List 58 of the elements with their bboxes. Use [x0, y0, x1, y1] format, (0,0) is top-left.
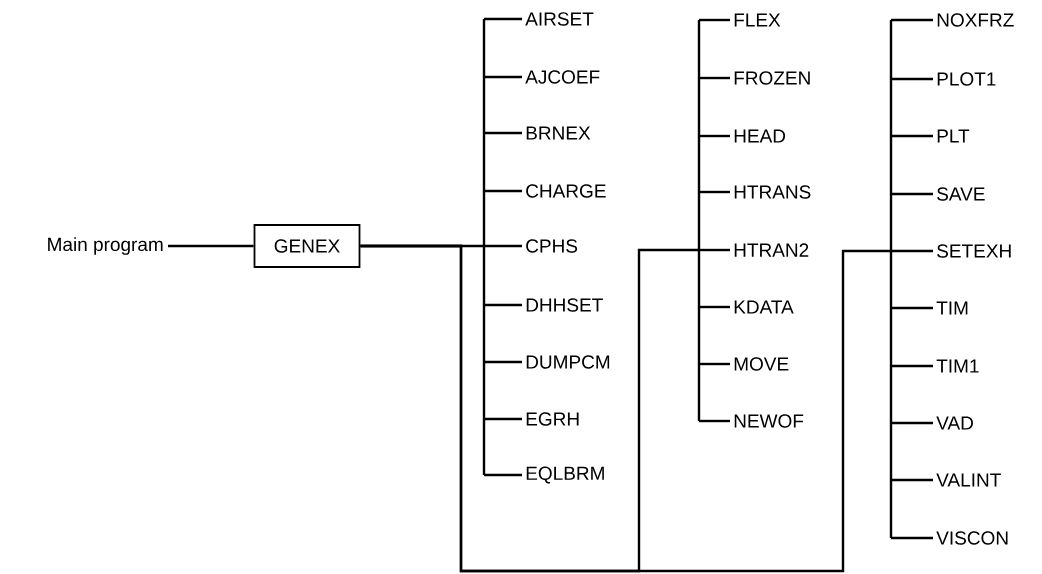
subroutine-name: EGRH — [526, 412, 579, 426]
connector-trunk — [359, 18, 893, 573]
subroutine-name: PLOT1 — [937, 72, 996, 86]
subroutine-name: AJCOEF — [525, 70, 600, 84]
connector-line — [891, 478, 933, 482]
subroutine-name: CPHS — [526, 239, 578, 253]
connector-line — [484, 473, 522, 477]
subroutine-name: SAVE — [937, 187, 985, 201]
subroutine-name: NEWOF — [734, 414, 804, 428]
connector-line — [699, 18, 730, 22]
subroutine-name: HTRAN2 — [734, 243, 809, 257]
label-text: Main program — [48, 237, 163, 255]
connector-line — [891, 536, 933, 540]
connector-line — [891, 364, 933, 368]
subroutine-name: HTRANS — [734, 185, 811, 199]
connector-line — [891, 249, 933, 253]
connector-line — [699, 419, 730, 423]
subroutine-name: VAD — [936, 416, 973, 430]
connector-line — [699, 362, 730, 366]
connector-line — [484, 75, 522, 79]
connector-line — [891, 77, 933, 81]
connector-line — [891, 306, 933, 310]
subroutine-name: VISCON — [936, 531, 1008, 545]
connector-line — [891, 192, 933, 196]
subroutine-name: PLT — [937, 129, 970, 143]
module-box: GENEX — [253, 224, 361, 268]
subroutine-name: HEAD — [734, 129, 786, 143]
connector-line — [484, 189, 522, 193]
connector-line — [484, 131, 522, 135]
subroutine-name: CHARGE — [526, 184, 606, 198]
connector-line — [484, 303, 522, 307]
connector-line — [891, 134, 933, 138]
connector-line — [699, 248, 730, 252]
subroutine-name: SETEXH — [937, 244, 1011, 258]
connector-line — [484, 17, 522, 21]
connector-line — [699, 305, 730, 309]
subroutine-name: KDATA — [734, 300, 794, 314]
connector-line — [484, 417, 522, 421]
subroutine-name: AIRSET — [525, 12, 594, 26]
connector-line — [484, 360, 522, 364]
connector-line — [891, 421, 933, 425]
subroutine-name: EQLBRM — [526, 466, 604, 484]
connector-line — [168, 244, 254, 248]
subroutine-name: TIM1 — [936, 359, 979, 373]
connector-line — [699, 190, 730, 194]
connector-line — [699, 134, 730, 138]
subroutine-name: BRNEX — [526, 126, 591, 140]
subroutine-name: FROZEN — [734, 71, 810, 85]
connector-line — [699, 76, 730, 80]
subroutine-name: NOXFRZ — [937, 13, 1014, 27]
connector-line — [484, 244, 522, 248]
subroutine-name: FLEX — [734, 13, 781, 27]
subroutine-name: MOVE — [734, 357, 789, 371]
subroutine-name: DUMPCM — [526, 355, 610, 369]
subroutine-name: TIM — [936, 301, 968, 315]
subroutine-name: VALINT — [936, 473, 1001, 487]
subroutine-name: DHHSET — [526, 298, 603, 312]
connector-line — [891, 18, 933, 22]
